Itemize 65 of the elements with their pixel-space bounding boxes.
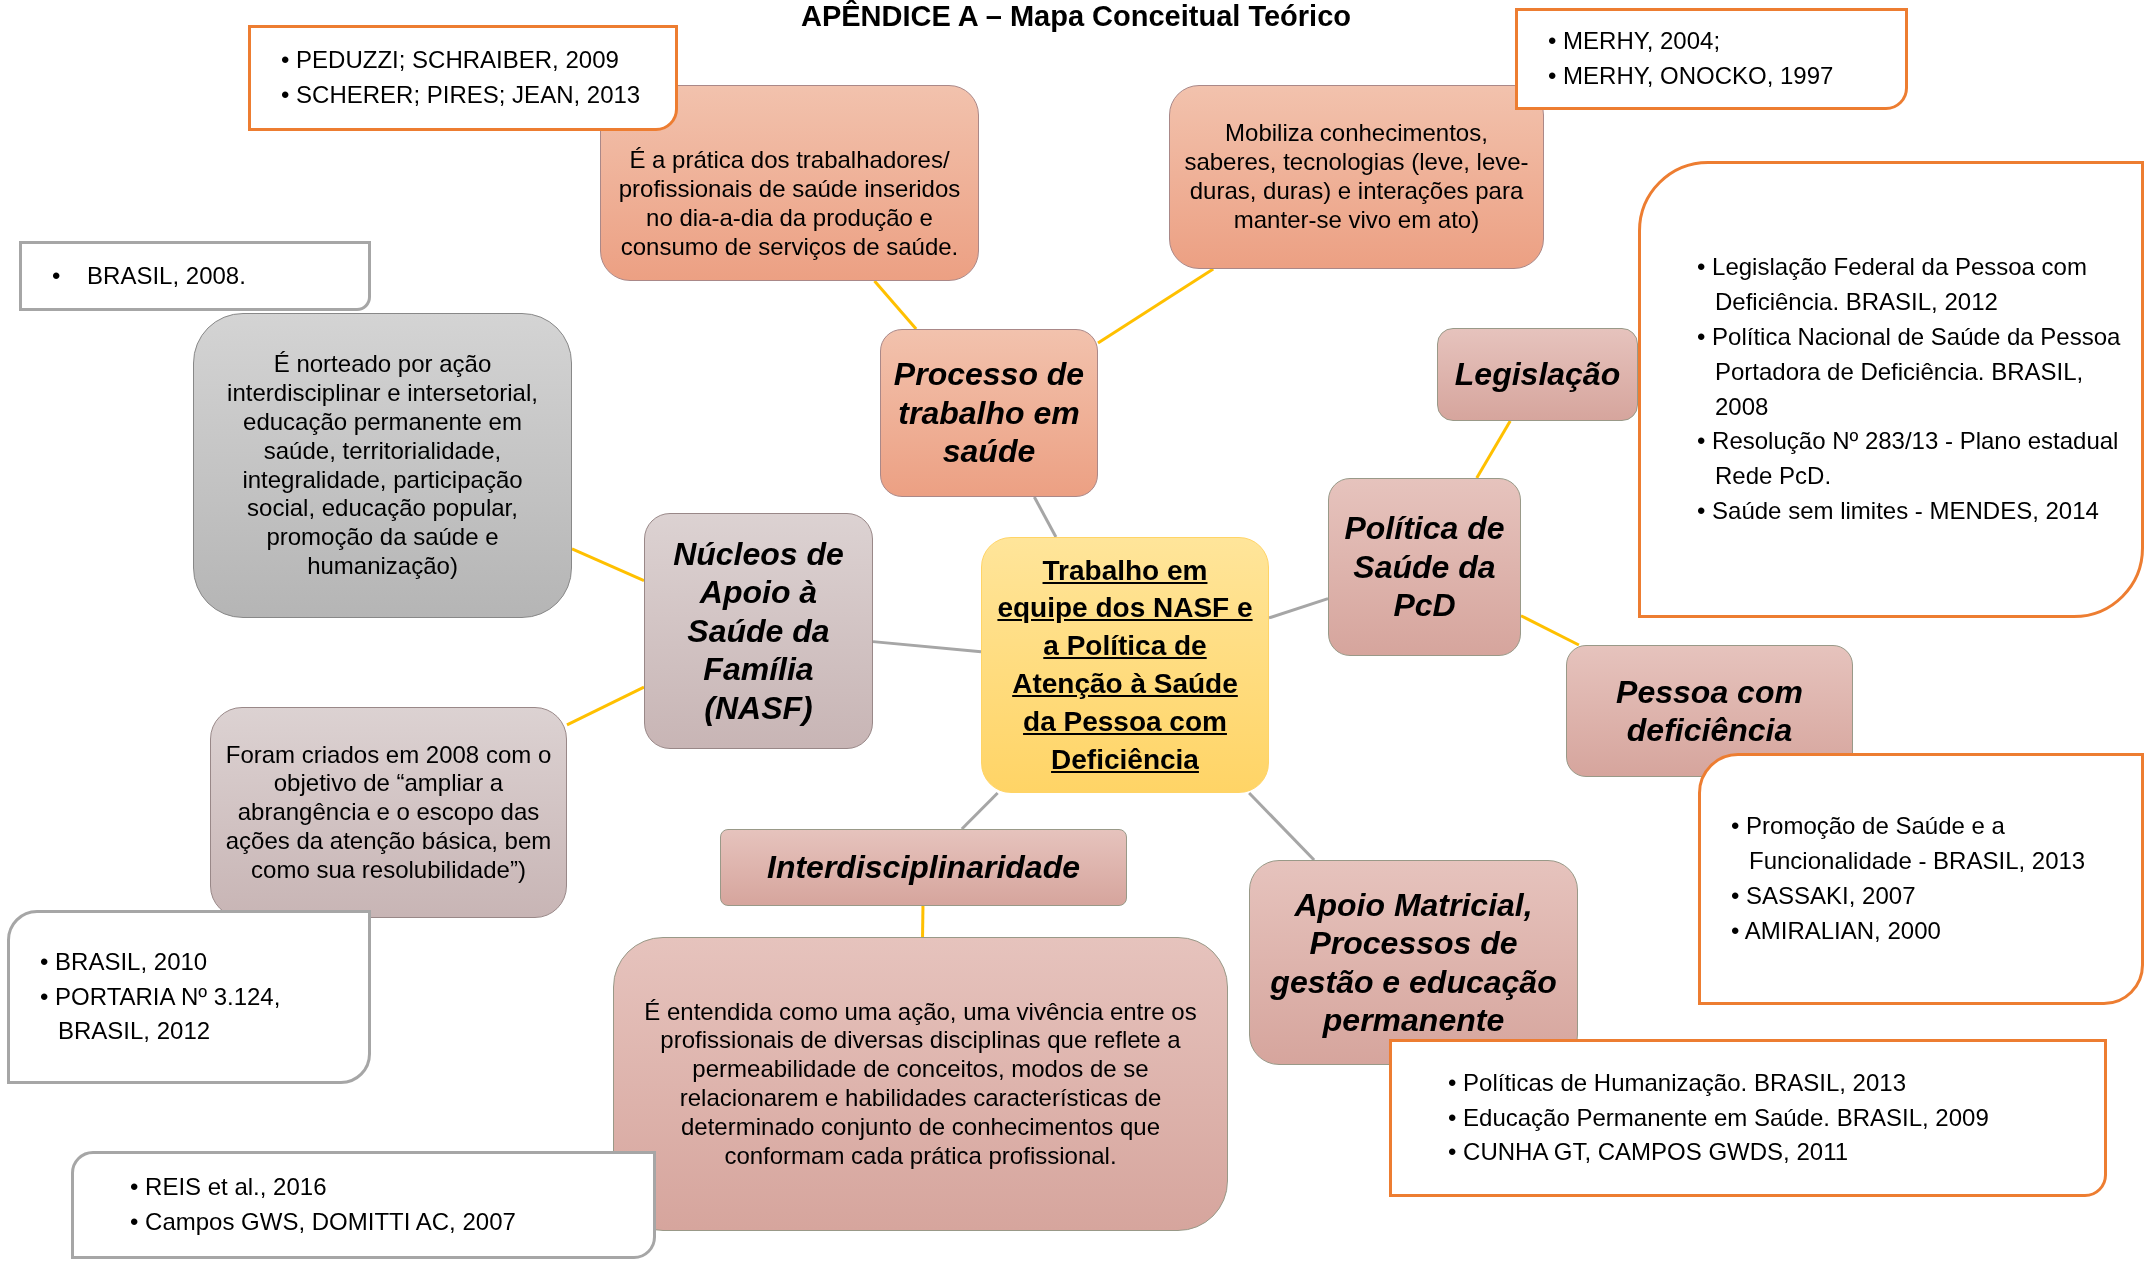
topic-box: [644, 513, 873, 749]
description-box: [1169, 85, 1544, 269]
central-topic-box: [981, 537, 1269, 793]
reference-text: • CUNHA GT, CAMPOS GWDS, 2011: [1448, 1137, 1849, 1168]
reference-text: • Legislação Federal da Pessoa com Deficiência. BRASIL, 2012: [1697, 252, 2088, 318]
topic-box: [1437, 328, 1638, 421]
connector-line: [571, 547, 645, 582]
connector-line: [1248, 791, 1316, 862]
topic-box: [1328, 478, 1521, 656]
topic-label: Processo de trabalho em saúde: [893, 355, 1085, 471]
reference-box: [248, 25, 678, 131]
reference-text: • Promoção de Saúde e a Funcionalidade - BRASIL, 2013: [1731, 811, 2087, 877]
reference-text: • Política Nacional de Saúde da Pessoa Portadora de Deficiência. BRASIL, 2008: [1697, 321, 2122, 422]
reference-text: • MERHY, ONOCKO, 1997: [1548, 61, 1834, 91]
reference-box: [1698, 753, 2144, 1005]
description-box: [613, 937, 1228, 1231]
description-text: Foram criados em 2008 com o objetivo de “ampliar a abrangência e o escopo das ações da atenção básica, bem como sua resolubilidade”): [224, 740, 553, 885]
reference-text: • Resolução Nº 283/13 - Plano estadual Rede PcD.: [1697, 426, 2120, 492]
topic-box: [880, 329, 1098, 497]
description-text: É entendida como uma ação, uma vivência entre os profissionais de diversas disciplinas que reflete a permeabilidade de conceitos, modos de se relacionarem e habilidades características de determinado conjunto de conhecimentos que conformam cada prática profissional.: [643, 997, 1198, 1171]
reference-text: • PORTARIA Nº 3.124, BRASIL, 2012: [40, 981, 282, 1047]
reference-text: • SASSAKI, 2007: [1731, 881, 1916, 911]
topic-label: Núcleos de Apoio à Saúde da Família (NASF): [672, 535, 845, 727]
description-text: É norteado por ação interdisciplinar e intersetorial, educação permanente em saúde, territorialidade, integralidade, participação social, educação popular, promoção da saúde e humanização): [226, 350, 539, 581]
reference-text: • AMIRALIAN, 2000: [1731, 915, 1941, 946]
connector-line: [960, 791, 999, 831]
connector-line: [1033, 496, 1058, 538]
connector-line: [1475, 420, 1512, 479]
reference-text: • Campos GWS, DOMITTI AC, 2007: [130, 1207, 516, 1237]
reference-box: [7, 910, 371, 1084]
topic-box: [1566, 645, 1853, 777]
reference-box: [71, 1151, 656, 1259]
connector-line: [921, 905, 925, 938]
description-text: Mobiliza conhecimentos, saberes, tecnologias (leve, leve-duras, duras) e interações para manter-se vivo em ato): [1183, 119, 1530, 235]
description-box: [193, 313, 572, 618]
reference-box: [19, 241, 371, 311]
topic-label: Política de Saúde da PcD: [1343, 509, 1506, 625]
reference-text: • BRASIL, 2008.: [52, 260, 246, 291]
reference-text: • Educação Permanente em Saúde. BRASIL, 2009: [1448, 1102, 1989, 1133]
connector-line: [566, 685, 645, 727]
topic-label: Trabalho em equipe dos NASF e a Política de Atenção à Saúde da Pessoa com Deficiência: [996, 553, 1254, 777]
reference-text: • Saúde sem limites - MENDES, 2014: [1697, 495, 2099, 526]
topic-box: [720, 829, 1127, 906]
reference-text: • Políticas de Humanização. BRASIL, 2013: [1448, 1067, 1906, 1098]
reference-text: • MERHY, 2004;: [1548, 26, 1721, 57]
topic-label: Interdisciplinaridade: [767, 848, 1080, 887]
reference-box: [1515, 8, 1908, 110]
diagram-title: APÊNDICE A – Mapa Conceitual Teórico: [801, 0, 1351, 33]
connector-line: [1520, 614, 1580, 647]
topic-box: [1249, 860, 1578, 1065]
topic-label: Legislação: [1454, 355, 1621, 394]
reference-box: [1638, 161, 2144, 618]
description-box: [210, 707, 567, 918]
connector-line: [872, 640, 982, 654]
reference-text: • BRASIL, 2010: [40, 946, 208, 977]
connector-line: [1268, 597, 1329, 620]
reference-text: • REIS et al., 2016: [130, 1172, 327, 1203]
connector-line: [1097, 267, 1215, 345]
connector-line: [873, 280, 918, 330]
reference-text: • PEDUZZI; SCHRAIBER, 2009: [281, 45, 619, 76]
reference-text: • SCHERER; PIRES; JEAN, 2013: [281, 80, 641, 110]
description-text: É a prática dos trabalhadores/ profissionais de saúde inseridos no dia-a-dia da produção e consumo de serviços de saúde.: [617, 146, 962, 262]
topic-label: Apoio Matricial, Processos de gestão e educação permanente: [1269, 885, 1558, 1040]
topic-label: Pessoa com deficiência: [1615, 672, 1804, 750]
reference-box: [1389, 1039, 2107, 1197]
